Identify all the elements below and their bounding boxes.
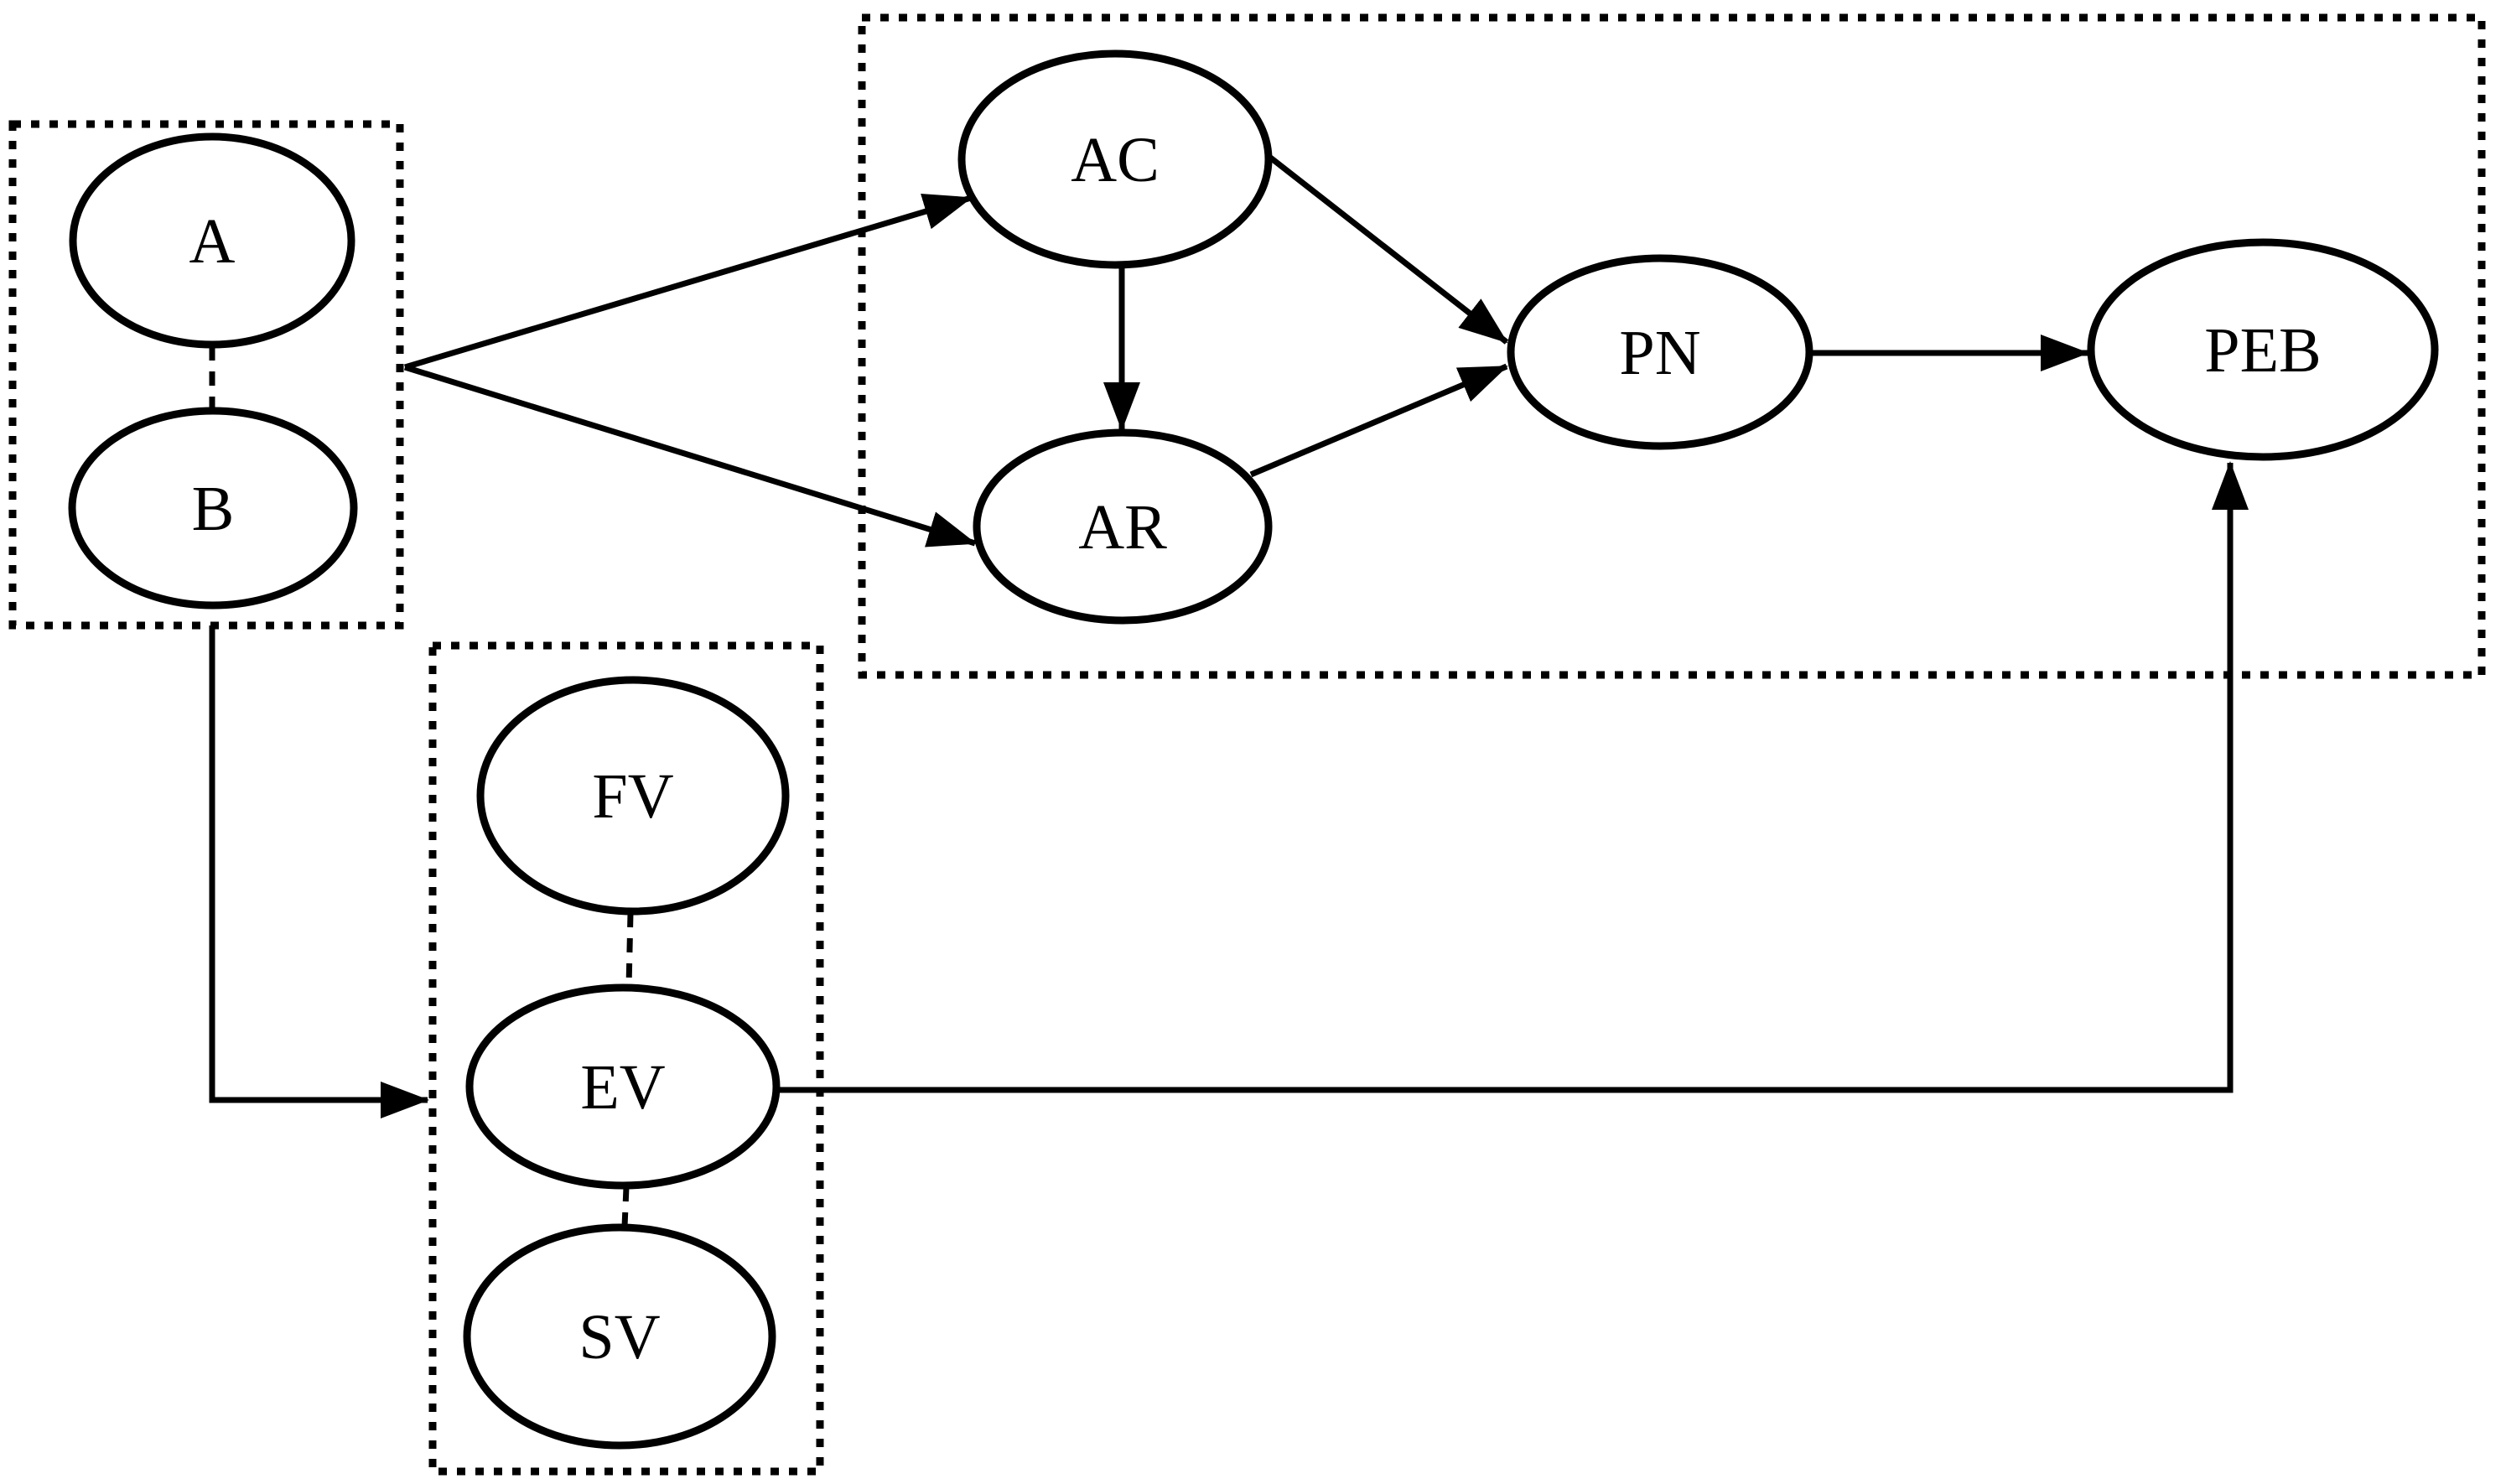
node-ellipse-SV [463,1223,776,1450]
node-SV: SV [463,1223,776,1450]
arrow-abgroup-to-AC [403,193,973,371]
node-PN: PN [1507,254,1813,450]
node-EV: EV [465,983,781,1190]
node-label-PEB: PEB [2204,315,2321,386]
node-ellipse-A [69,132,355,349]
arrow-AC-to-PN [1259,148,1509,345]
node-label-SV: SV [579,1302,660,1372]
node-label-AR: AR [1078,492,1167,563]
node-label-PN: PN [1619,318,1700,388]
node-ellipse-FV [476,676,790,916]
node-label-FV: FV [592,761,673,832]
node-AR: AR [973,428,1273,625]
link-FV-EV [625,912,634,988]
link-EV-SV [621,1186,630,1227]
group-main-box [858,13,2486,679]
node-ellipse-PEB [2087,238,2439,461]
node-AC: AC [957,49,1273,269]
node-ellipse-EV [465,983,781,1190]
node-ellipse-B [68,407,358,610]
arrow-EV-to-PEB [778,461,2249,1093]
node-PEB: PEB [2087,238,2439,461]
node-label-EV: EV [580,1052,665,1123]
node-FV: FV [476,676,790,916]
node-ellipse-AR [973,428,1273,625]
node-ellipse-AC [957,49,1273,269]
node-ellipse-PN [1507,254,1813,450]
node-label-A: A [189,206,236,277]
arrow-B-to-EVgroup [209,625,429,1118]
node-A: A [69,132,355,349]
arrow-AR-to-PN [1249,363,1508,478]
group-fv-ev-sv-box [428,641,824,1476]
node-label-AC: AC [1071,125,1160,195]
node-label-B: B [192,474,235,544]
node-B: B [68,407,358,610]
arrow-abgroup-to-AR [403,364,977,547]
